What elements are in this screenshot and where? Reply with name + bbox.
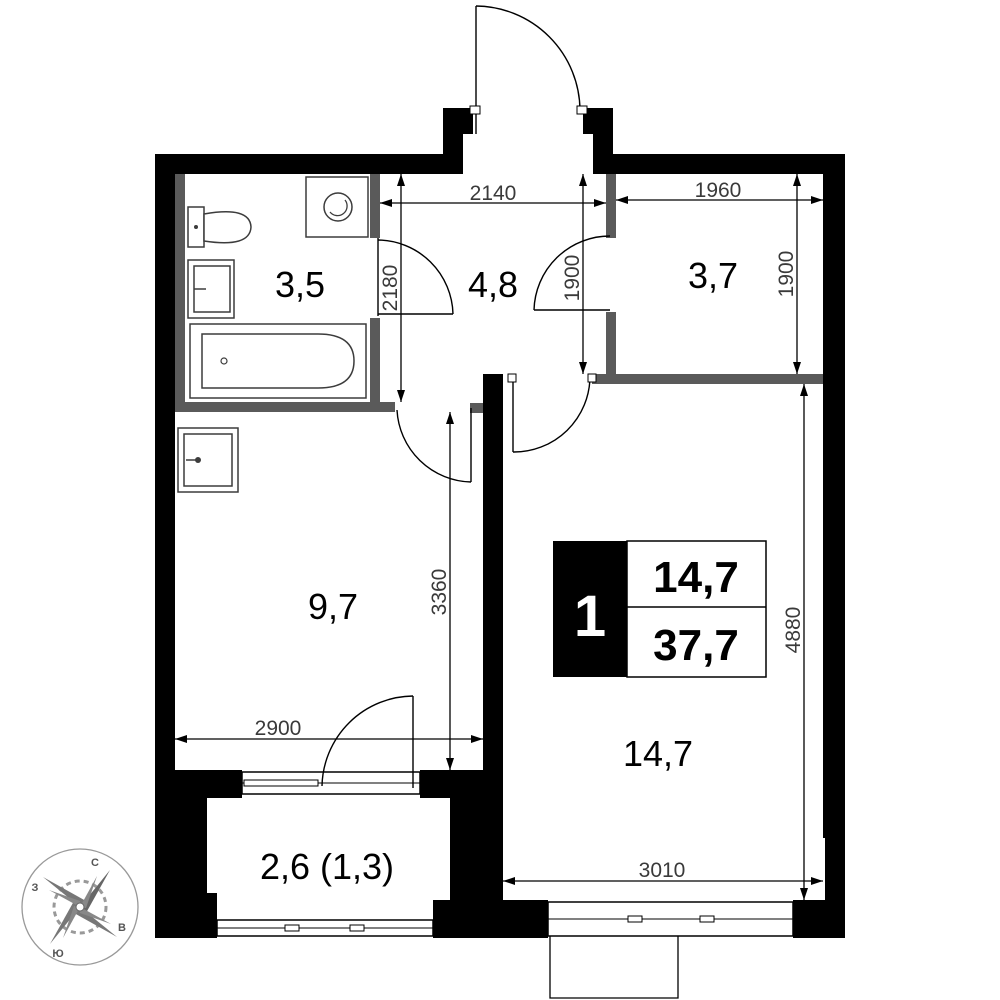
dim-storage-height (793, 174, 801, 374)
window-balcony-inner (241, 771, 421, 795)
dim-hall-height (579, 174, 587, 374)
dim-label-kitchen-height: 3360 (428, 569, 451, 616)
dim-kitchen-height (446, 412, 454, 770)
washing-machine-icon (305, 176, 369, 238)
partitions (175, 174, 823, 413)
living-door (507, 373, 597, 453)
exterior-walls (155, 108, 845, 938)
dimension-labels: 2140 1960 2180 1900 1900 3360 2900 4880 … (255, 179, 805, 882)
window-balcony-outer (216, 919, 434, 937)
dim-living-height (800, 384, 808, 900)
room-area-kitchen: 9,7 (308, 586, 358, 627)
dimension-lines (175, 174, 823, 900)
dim-kitchen-width (175, 735, 483, 743)
apartment-badge: 1 14,7 37,7 (553, 540, 767, 678)
bathtub-icon (189, 323, 367, 399)
bathroom-door (377, 238, 454, 316)
room-area-living: 14,7 (623, 733, 693, 774)
dim-label-bath-height: 2180 (379, 265, 402, 312)
dim-label-living-height: 4880 (782, 607, 805, 654)
dim-label-hall-height: 1900 (561, 255, 584, 302)
dim-living-width (503, 877, 823, 885)
room-area-balcony: 2,6 (1,3) (260, 846, 394, 887)
dim-bath-height (397, 174, 405, 402)
badge-total-area: 37,7 (653, 621, 739, 670)
dim-label-storage-height: 1900 (775, 251, 798, 298)
room-area-bathroom: 3,5 (275, 264, 325, 305)
entrance-door (469, 5, 588, 134)
room-labels: 3,5 4,8 3,7 9,7 14,7 2,6 (1,3) (260, 255, 738, 887)
bathroom-fixtures (187, 176, 369, 399)
dim-label-hall-width: 2140 (470, 182, 517, 205)
windows (216, 771, 794, 999)
balcony-door (321, 695, 414, 788)
room-area-hall: 4,8 (468, 264, 518, 305)
kitchen-door (396, 408, 472, 483)
doors (321, 5, 611, 788)
french-balcony (549, 936, 679, 999)
storage-door (533, 235, 611, 311)
compass-west: З (32, 882, 39, 894)
compass-icon: С В Ю З (21, 848, 139, 966)
compass-south: Ю (52, 948, 63, 960)
compass-north: С (91, 857, 99, 869)
dim-label-storage-width: 1960 (695, 179, 742, 202)
room-area-storage: 3,7 (688, 255, 738, 296)
window-living (547, 901, 794, 937)
badge-living-area: 14,7 (653, 553, 739, 602)
sink-icon (187, 259, 235, 319)
dim-hall-width (380, 199, 606, 207)
badge-rooms-count: 1 (574, 584, 606, 649)
dim-storage-width (616, 196, 823, 204)
dim-label-living-width: 3010 (639, 859, 686, 882)
kitchen-sink-icon (177, 427, 239, 493)
toilet-icon (187, 206, 252, 248)
compass-east: В (118, 922, 126, 934)
dim-label-kitchen-width: 2900 (255, 717, 302, 740)
